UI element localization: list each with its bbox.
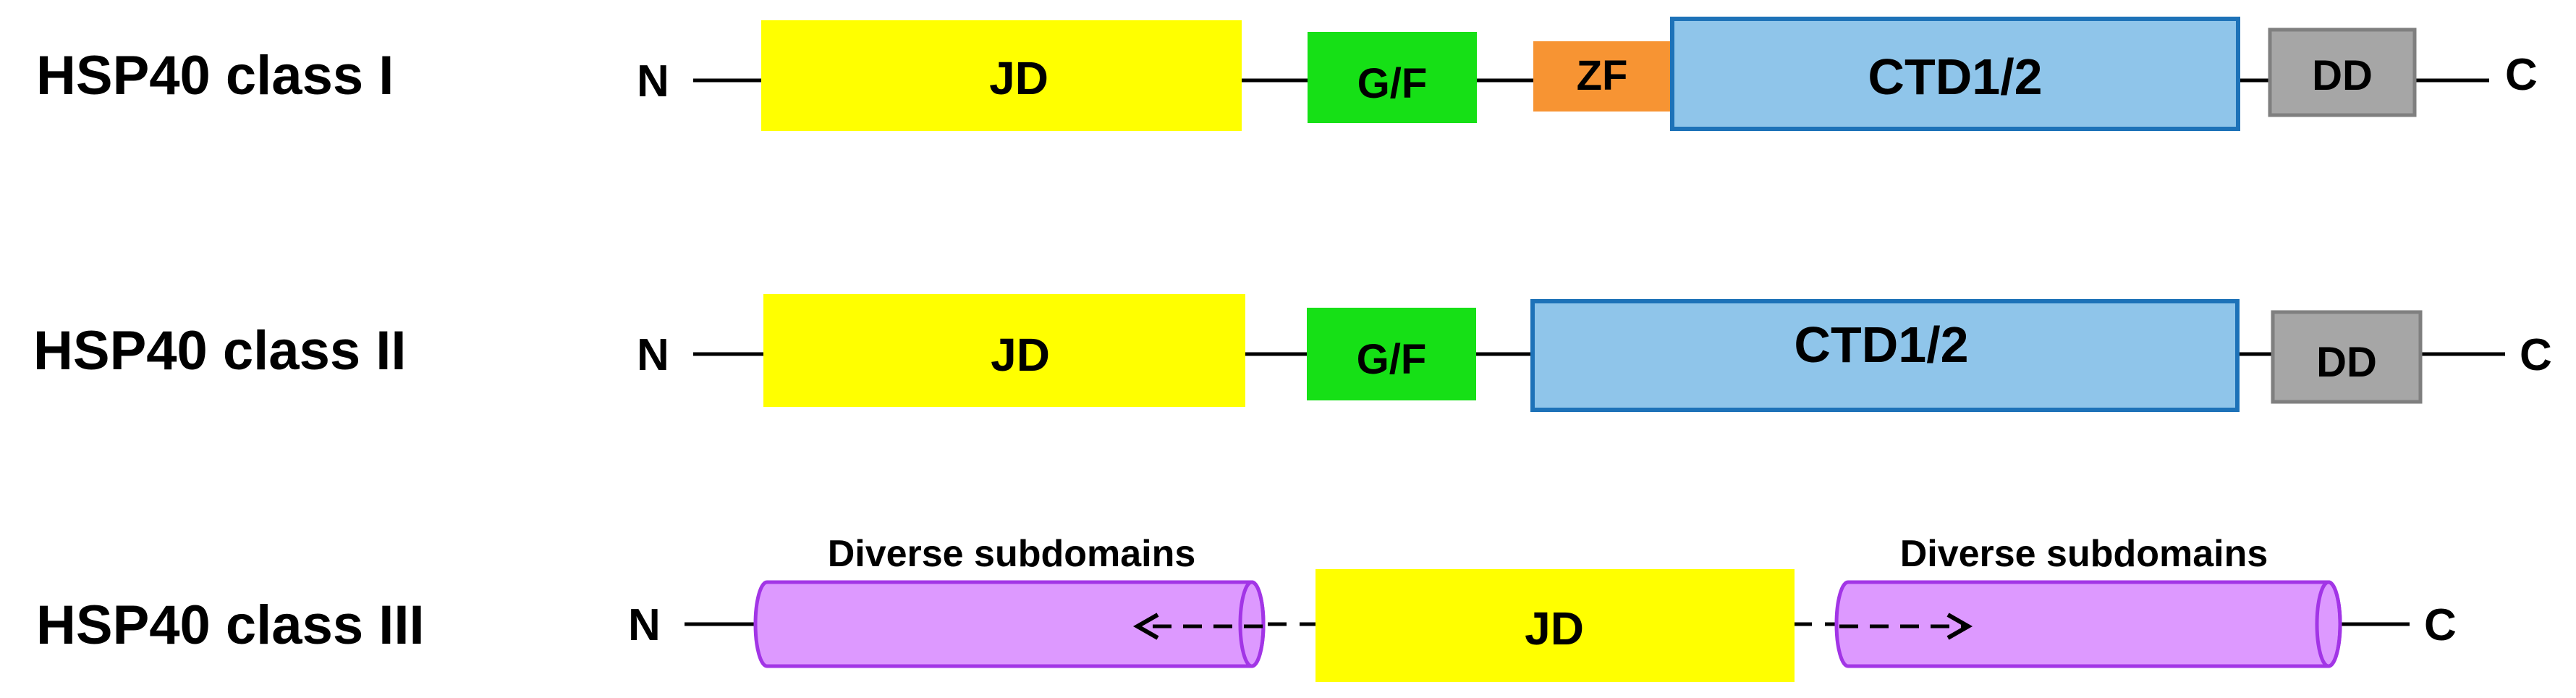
row-class-2: HSP40 class II N C JD G/F CTD1/2 DD — [33, 294, 2552, 412]
subdomain-caption-right: Diverse subdomains — [1900, 533, 2268, 575]
domain-ctd-border — [1670, 17, 2240, 131]
c-terminus-label: C — [2520, 330, 2552, 380]
domain-dd-border — [2268, 28, 2417, 117]
domain-jd-label: JD — [991, 329, 1050, 381]
cylinder-body — [1836, 582, 2340, 666]
arrow-right-icon — [1946, 613, 1973, 640]
domain-gf-label: G/F — [1357, 336, 1427, 383]
n-terminus-label: N — [637, 330, 669, 380]
domain-ctd-label: CTD1/2 — [1868, 49, 2042, 105]
domain-zf-label: ZF — [1577, 52, 1628, 99]
domain-dd-label: DD — [2312, 52, 2373, 99]
n-terminus-label: N — [637, 56, 669, 106]
row-label-class-2: HSP40 class II — [33, 320, 406, 382]
domain-zf — [1533, 41, 1671, 112]
row-label-class-3: HSP40 class III — [36, 594, 425, 656]
domain-gf-label: G/F — [1357, 60, 1428, 107]
row-class-1: HSP40 class I N C JD G/F ZF CTD1/2 DD — [36, 17, 2538, 131]
domain-ctd-border — [1530, 299, 2240, 412]
subdomain-cylinder-right — [1834, 580, 2342, 668]
domain-jd-label: JD — [989, 52, 1048, 104]
subdomain-caption-left: Diverse subdomains — [828, 533, 1196, 575]
domain-jd — [761, 20, 1242, 131]
subdomain-cylinder-left — [753, 580, 1266, 668]
domain-jd — [763, 294, 1245, 407]
domain-gf — [1307, 308, 1476, 400]
cylinder-end-cap — [2315, 580, 2342, 668]
cylinder-body — [755, 582, 1263, 666]
domain-gf — [1308, 32, 1477, 123]
row-class-3: HSP40 class III N C Diverse subdomains J… — [36, 533, 2457, 682]
row-label-class-1: HSP40 class I — [36, 45, 394, 106]
domain-jd-label: JD — [1525, 602, 1584, 655]
c-terminus-label: C — [2424, 600, 2457, 650]
domain-dd — [2270, 30, 2415, 115]
n-terminus-label: N — [628, 600, 661, 650]
domain-ctd — [1672, 19, 2238, 129]
c-terminus-label: C — [2505, 50, 2538, 100]
domain-dd — [2273, 312, 2420, 402]
domain-ctd — [1533, 301, 2237, 410]
domain-jd — [1315, 569, 1795, 682]
arrow-left-icon — [1132, 613, 1159, 640]
domain-ctd-label: CTD1/2 — [1794, 316, 1968, 373]
cylinder-end-cap — [1238, 580, 1266, 668]
domain-dd-border — [2271, 310, 2423, 404]
domain-dd-label: DD — [2316, 339, 2377, 386]
